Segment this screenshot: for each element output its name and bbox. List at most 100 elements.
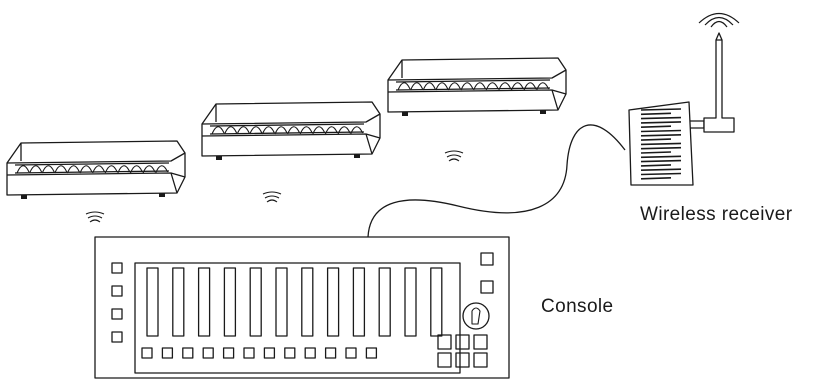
console-bottom-button bbox=[243, 347, 255, 359]
console-bottom-button bbox=[365, 347, 378, 359]
light-bar-foot bbox=[216, 156, 222, 160]
console-fader bbox=[301, 267, 314, 337]
wireless-receiver-label: Wireless receiver bbox=[640, 204, 793, 225]
receiver-grille-line bbox=[640, 159, 682, 163]
lens-icon bbox=[66, 165, 80, 174]
console-bottom-button bbox=[222, 347, 235, 359]
lens-icon bbox=[249, 126, 263, 135]
wireless-receiver bbox=[628, 12, 740, 186]
light-bar-bottom-edge bbox=[387, 89, 567, 111]
receiver-grille-line bbox=[640, 168, 682, 171]
lens-icon bbox=[261, 126, 275, 135]
wave-arc bbox=[448, 158, 460, 162]
lens-icon bbox=[536, 82, 550, 91]
receiver-grille-line bbox=[640, 146, 682, 150]
lens-icon bbox=[397, 82, 411, 91]
light-bar-top-edge bbox=[6, 152, 186, 164]
receiver-grille-line bbox=[640, 164, 672, 167]
lens-icon bbox=[54, 165, 68, 174]
receiver-grille-line bbox=[640, 116, 682, 120]
light-bar-signals bbox=[85, 150, 464, 223]
lens-icon bbox=[435, 82, 449, 91]
console-bottom-button bbox=[202, 347, 214, 359]
wave-arc bbox=[89, 219, 101, 223]
console-right-button bbox=[480, 252, 494, 266]
console-fader bbox=[197, 267, 211, 337]
lens-icon bbox=[498, 82, 512, 91]
lens-icon bbox=[104, 165, 118, 174]
lens-icon bbox=[287, 126, 301, 135]
antenna-bracket bbox=[690, 120, 705, 129]
antenna-tip bbox=[715, 32, 723, 41]
lens-icon bbox=[299, 126, 313, 135]
receiver-grille-line bbox=[640, 138, 672, 141]
receiver-grille-line bbox=[640, 125, 672, 128]
console-fader bbox=[249, 267, 262, 337]
lens-icon bbox=[211, 126, 225, 135]
console-panel bbox=[134, 262, 461, 374]
wifi-arc-icon bbox=[698, 12, 740, 28]
console-left-button bbox=[111, 262, 123, 274]
lens-icon bbox=[129, 165, 143, 174]
console-grid-button bbox=[455, 334, 470, 350]
console-bottom-button bbox=[141, 347, 153, 359]
console-fader bbox=[326, 267, 340, 337]
lens-icon bbox=[422, 82, 436, 91]
wave-arc bbox=[264, 195, 280, 199]
lens-icon bbox=[16, 165, 30, 174]
console-bottom-button bbox=[324, 347, 337, 359]
receiver-grille-line bbox=[640, 112, 672, 116]
light-bar-foot bbox=[354, 154, 360, 158]
console-fader bbox=[275, 267, 288, 337]
wave-icon bbox=[262, 191, 282, 203]
lens-icon bbox=[350, 126, 364, 135]
lens-icon bbox=[92, 165, 106, 174]
rotary-knob-pointer bbox=[471, 307, 481, 325]
wave-arc bbox=[444, 150, 464, 154]
console-fader bbox=[430, 267, 443, 337]
console-bottom-button bbox=[263, 347, 276, 359]
lens-icon bbox=[510, 82, 524, 91]
rotary-knob-icon bbox=[462, 302, 490, 330]
lens-icon bbox=[155, 165, 169, 174]
light-bar-foot bbox=[402, 112, 408, 116]
console-fader bbox=[378, 267, 391, 337]
lens-icon bbox=[29, 165, 43, 174]
lens-icon bbox=[236, 126, 250, 135]
console-bottom-button bbox=[182, 347, 194, 359]
console-fader bbox=[352, 267, 366, 337]
light-bar-top-edge bbox=[201, 113, 381, 125]
console bbox=[94, 236, 510, 379]
console-body bbox=[94, 236, 510, 379]
light-bars bbox=[6, 57, 567, 199]
receiver-grille-line bbox=[640, 151, 672, 154]
receiver-grille-line bbox=[640, 121, 682, 124]
wave-arc bbox=[446, 154, 462, 158]
console-right-button bbox=[480, 280, 494, 294]
wifi-arc bbox=[710, 20, 728, 28]
wave-arc bbox=[87, 215, 103, 219]
lens-icon bbox=[41, 165, 55, 174]
receiver-grille-line bbox=[640, 172, 682, 176]
lens-icon bbox=[324, 126, 338, 135]
light-bar-foot bbox=[21, 195, 27, 199]
receiver-grille-line bbox=[640, 142, 682, 146]
console-fader bbox=[172, 267, 185, 337]
lens-icon bbox=[410, 82, 424, 91]
lens-icon bbox=[337, 126, 351, 135]
light-bar bbox=[201, 101, 381, 160]
console-grid-button bbox=[437, 352, 452, 368]
console-left-button bbox=[111, 285, 123, 297]
receiver-grille-line bbox=[640, 155, 682, 159]
receiver-grille-line bbox=[640, 134, 682, 137]
light-bar-foot bbox=[540, 110, 546, 114]
console-fader bbox=[404, 267, 417, 337]
console-grid-button bbox=[455, 352, 470, 368]
wave-arc bbox=[262, 191, 282, 195]
light-bar bbox=[6, 140, 186, 199]
console-left-button bbox=[111, 308, 123, 320]
console-bottom-button bbox=[284, 347, 296, 359]
console-left-button bbox=[111, 331, 123, 343]
console-bottom-button bbox=[161, 347, 174, 359]
